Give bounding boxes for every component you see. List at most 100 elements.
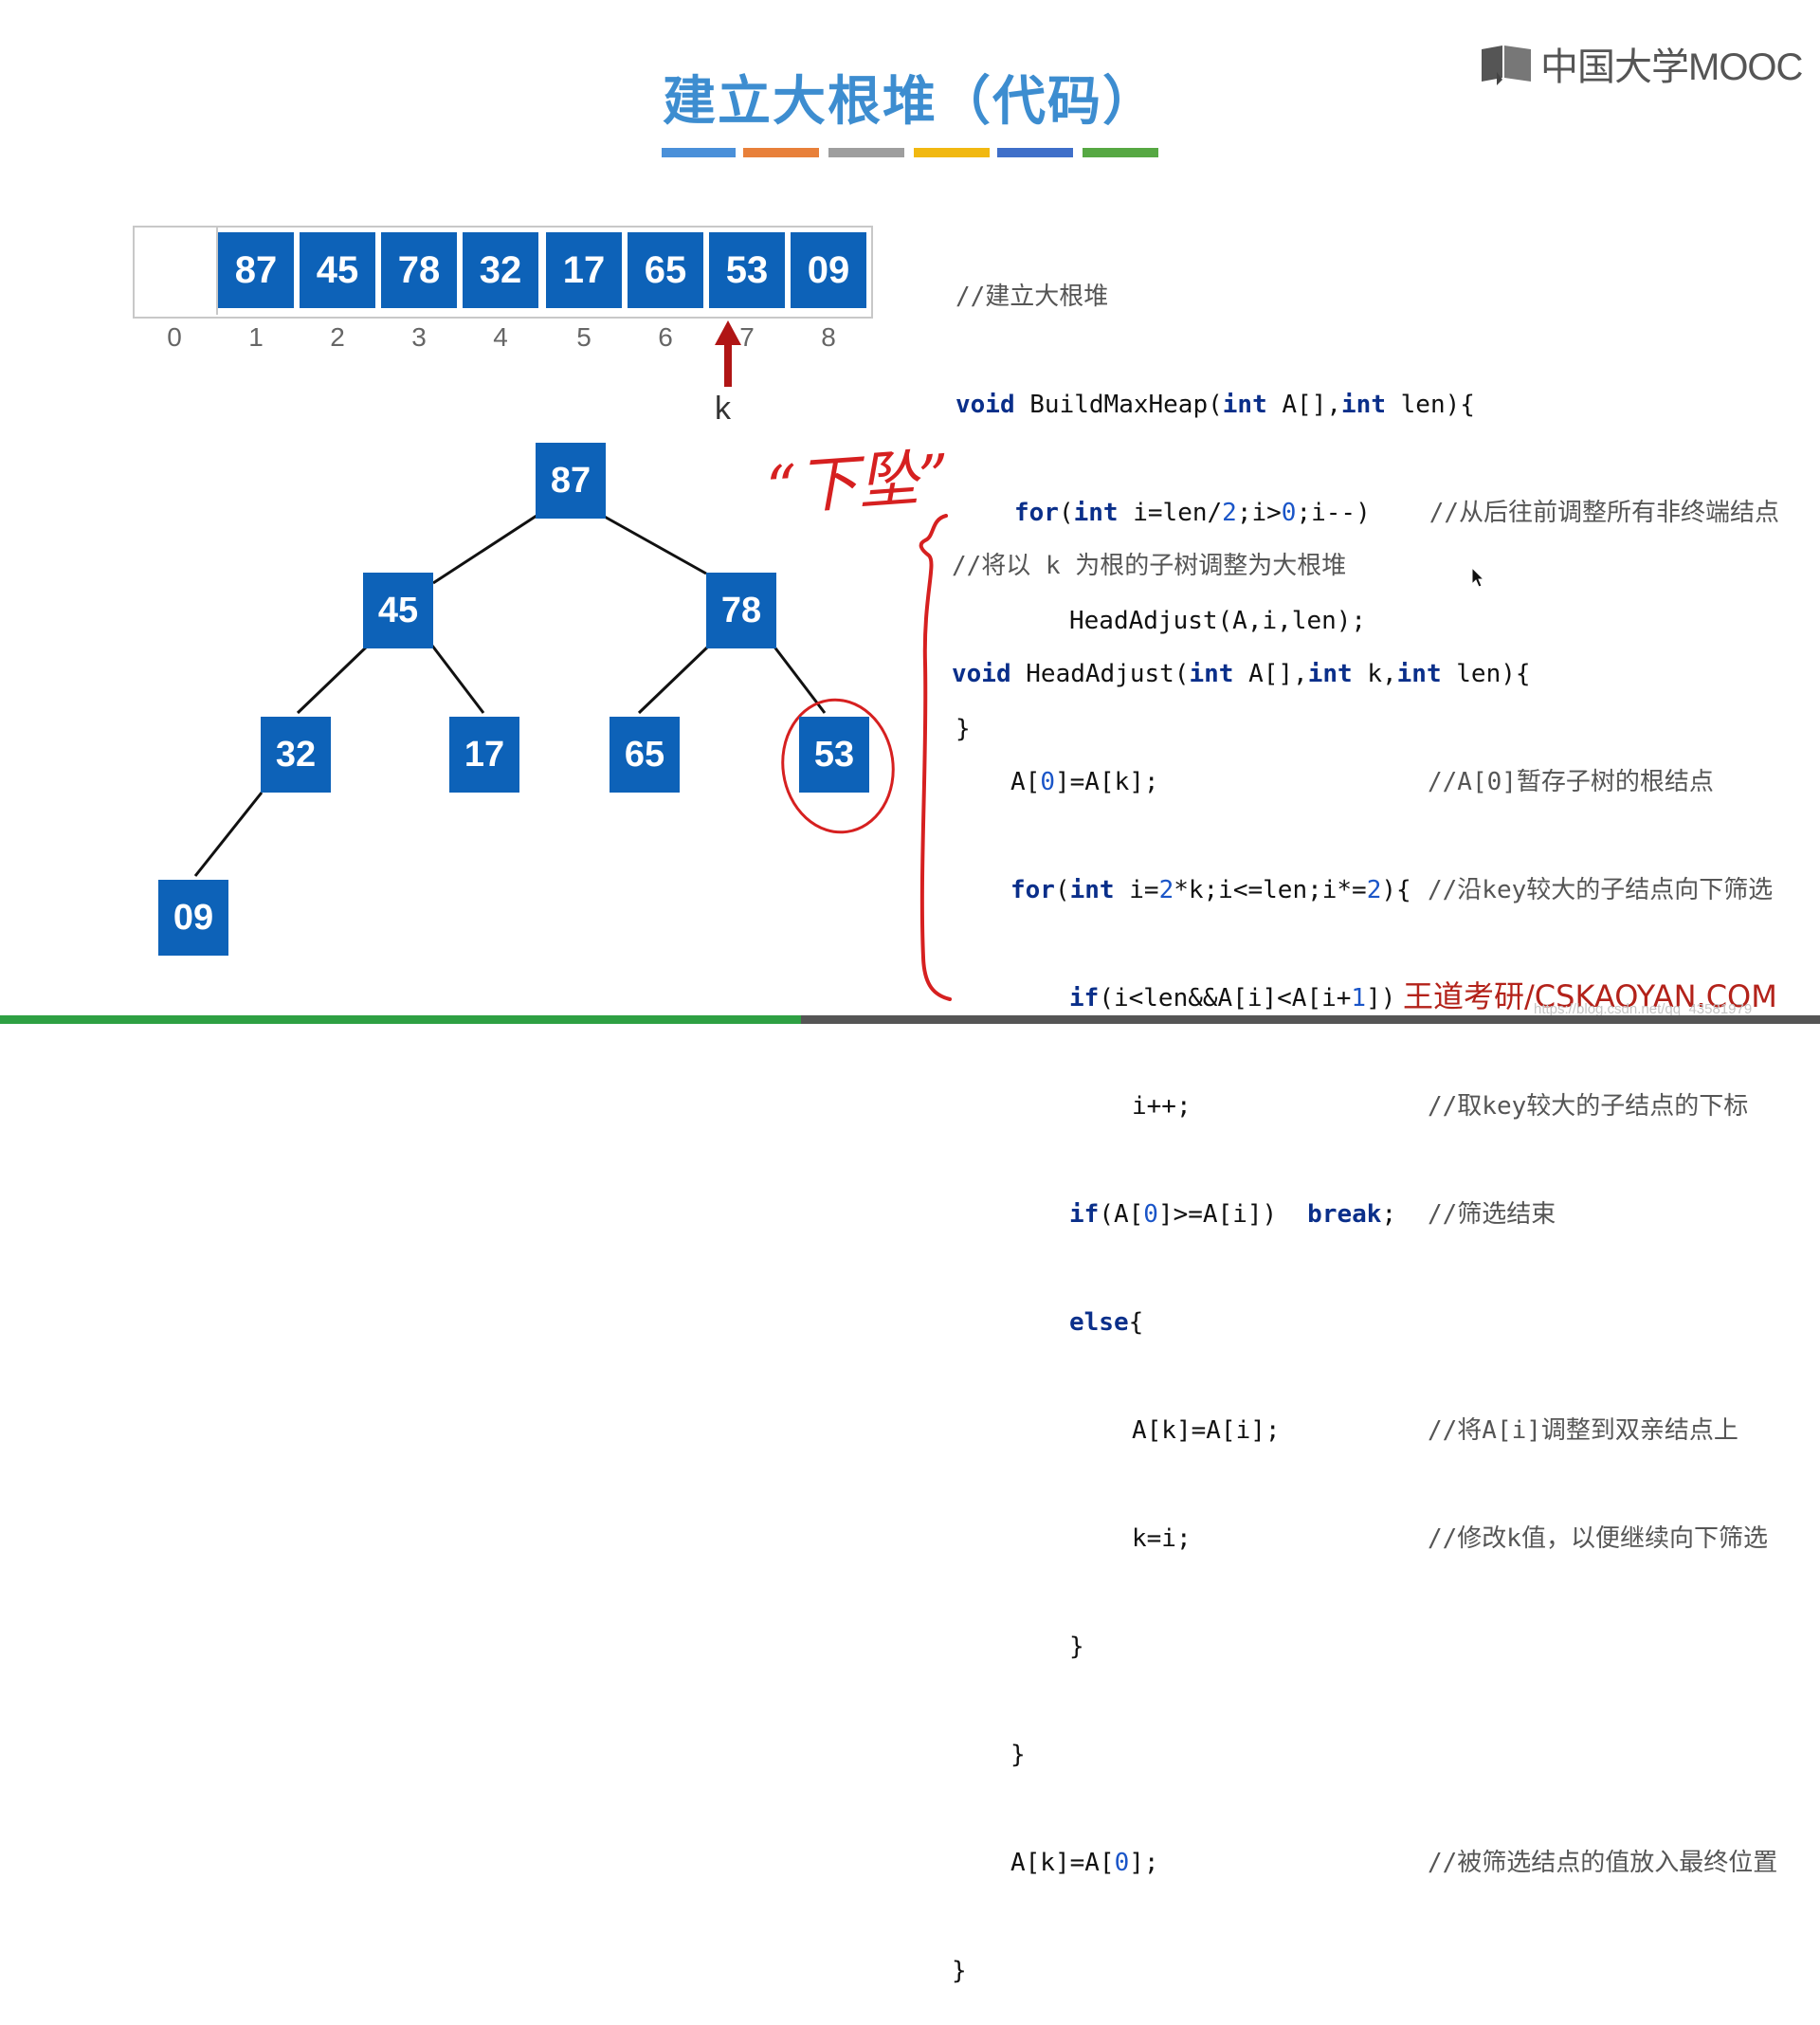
- code-text: {: [1128, 1308, 1144, 1337]
- code-keyword: int: [1307, 660, 1353, 688]
- handwritten-circle: [781, 698, 895, 834]
- array-cell-0-empty: [135, 228, 218, 315]
- heap-tree-edges: [193, 514, 895, 877]
- array-cell: 78: [381, 232, 457, 308]
- code-text: i++;: [1132, 1092, 1192, 1121]
- array-index: 7: [739, 322, 755, 352]
- array-index: 0: [167, 322, 182, 352]
- array-cell: 45: [300, 232, 375, 308]
- array-cell: 32: [463, 232, 538, 308]
- array-index: 1: [248, 322, 264, 352]
- code-comment: //取key较大的子结点的下标: [1428, 1092, 1749, 1121]
- array-cell: 09: [791, 232, 866, 308]
- title-underline-bar-2: [743, 148, 819, 157]
- array-index: 6: [658, 322, 673, 352]
- array-index: 5: [576, 322, 592, 352]
- code-text: }: [952, 1957, 967, 1985]
- code-keyword: int: [1222, 391, 1267, 419]
- code-text: ]): [1366, 984, 1396, 1012]
- title-underline-bar-6: [1083, 148, 1158, 157]
- logo-text: 中国大学MOOC: [1540, 46, 1803, 88]
- code-keyword: for: [1014, 499, 1059, 527]
- video-progress-bar[interactable]: [0, 1015, 1820, 1024]
- mouse-cursor-icon: [1471, 567, 1484, 588]
- code-text: ];: [1129, 1849, 1159, 1877]
- code-text: A[: [1010, 768, 1041, 796]
- code-text: A[k]=A[: [1010, 1849, 1115, 1877]
- video-progress-fill: [0, 1015, 801, 1024]
- code-block-head-adjust: //将以 k 为根的子树调整为大根堆 void HeadAdjust(int A…: [952, 476, 1777, 2025]
- code-number: 0: [1281, 499, 1297, 527]
- code-text: HeadAdjust(A,i,len);: [1069, 607, 1367, 635]
- tree-node: 45: [363, 573, 433, 648]
- code-text: A[],: [1233, 660, 1308, 688]
- code-text: ){: [1381, 876, 1411, 904]
- code-number: 0: [1040, 768, 1055, 796]
- tree-node: 78: [706, 573, 776, 648]
- code-block-build-max-heap: //建立大根堆 void BuildMaxHeap(int A[],int le…: [956, 207, 1779, 783]
- code-keyword: void: [956, 391, 1015, 419]
- code-text: }: [1069, 1633, 1084, 1661]
- code-keyword: if: [1069, 1200, 1100, 1229]
- title-underline-bar-4: [914, 148, 990, 157]
- array-index: 3: [411, 322, 427, 352]
- code-text: BuildMaxHeap(: [1014, 391, 1223, 419]
- code-keyword: int: [1073, 499, 1119, 527]
- code-text: (: [1058, 499, 1074, 527]
- code-text: ;i>: [1236, 499, 1282, 527]
- code-keyword: for: [1010, 876, 1055, 904]
- tree-node: 09: [158, 880, 228, 956]
- code-comment: //被筛选结点的值放入最终位置: [1428, 1849, 1778, 1877]
- array-cell: 87: [218, 232, 294, 308]
- book-icon: [1482, 46, 1531, 85]
- code-comment: //从后往前调整所有非终端结点: [1429, 499, 1780, 527]
- code-keyword: int: [1189, 660, 1234, 688]
- code-number: 2: [1222, 499, 1237, 527]
- code-text: A[k]=A[i];: [1132, 1416, 1281, 1445]
- code-number: 1: [1351, 984, 1367, 1012]
- slide-title: 建立大根堆（代码）: [663, 71, 1157, 133]
- array-cell: 17: [546, 232, 622, 308]
- code-comment: //将A[i]调整到双亲结点上: [1428, 1416, 1738, 1445]
- code-keyword: int: [1069, 876, 1115, 904]
- code-comment: //建立大根堆: [956, 283, 1109, 311]
- code-text: A[],: [1266, 391, 1342, 419]
- code-text: *k;i<=len;i*=: [1174, 876, 1367, 904]
- code-text: (i<len&&A[i]<A[i+: [1099, 984, 1352, 1012]
- code-keyword: break: [1307, 1200, 1382, 1229]
- code-text: i=: [1114, 876, 1159, 904]
- array-index: 4: [493, 322, 508, 352]
- code-comment: //筛选结束: [1428, 1200, 1556, 1229]
- code-number: 2: [1366, 876, 1382, 904]
- code-text: (A[: [1099, 1200, 1144, 1229]
- code-number: 0: [1143, 1200, 1158, 1229]
- code-text: i=len/: [1118, 499, 1223, 527]
- code-number: 2: [1158, 876, 1174, 904]
- code-text: HeadAdjust(: [1010, 660, 1190, 688]
- array-cell: 53: [709, 232, 785, 308]
- code-text: (: [1054, 876, 1070, 904]
- code-keyword: else: [1069, 1308, 1129, 1337]
- title-underline-bar-5: [997, 148, 1073, 157]
- array-index: 2: [330, 322, 345, 352]
- tree-node: 32: [261, 717, 331, 793]
- code-keyword: if: [1069, 984, 1100, 1012]
- pointer-k-label: k: [715, 391, 731, 427]
- tree-node: 53: [799, 717, 869, 793]
- code-text: ]>=A[i]): [1157, 1200, 1278, 1229]
- code-text: ;: [1381, 1200, 1397, 1229]
- code-comment: //A[0]暂存子树的根结点: [1428, 768, 1714, 796]
- code-text: ]=A[k];: [1054, 768, 1159, 796]
- tree-node: 87: [536, 443, 606, 519]
- tree-node: 65: [610, 717, 680, 793]
- code-comment: //修改k值，以便继续向下筛选: [1428, 1524, 1768, 1553]
- array-frame: [133, 226, 873, 319]
- array-cell: 65: [628, 232, 703, 308]
- code-text: k=i;: [1132, 1524, 1192, 1553]
- mooc-logo: 中国大学MOOC: [1480, 38, 1803, 89]
- code-keyword: int: [1396, 660, 1442, 688]
- code-text: ;i--): [1296, 499, 1371, 527]
- code-text: }: [956, 715, 971, 743]
- code-keyword: void: [952, 660, 1011, 688]
- pointer-arrow-icon: [715, 320, 741, 387]
